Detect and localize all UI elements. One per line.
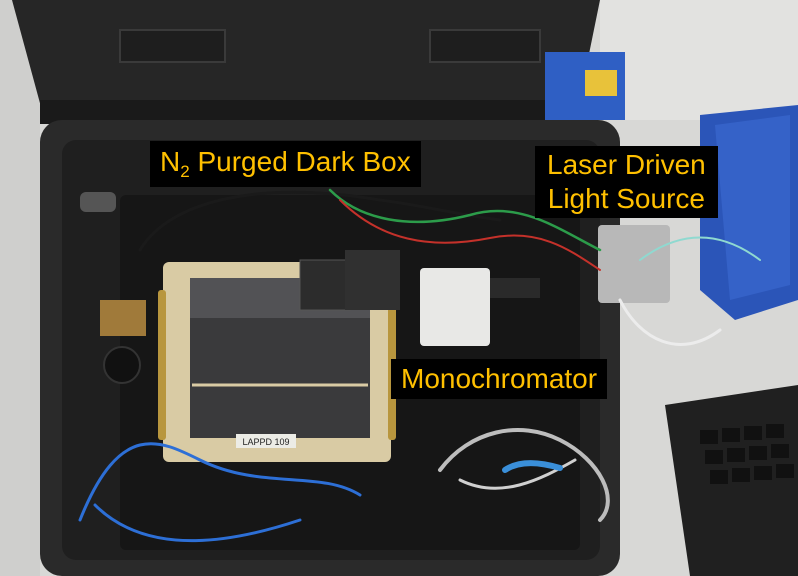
detector-tag: LAPPD 109 [242,437,289,447]
lid-hinge-right [429,29,541,63]
power-supply-box [598,225,670,303]
laser-label-line1: Laser Driven [547,149,706,180]
detector-tag-bg [236,434,296,448]
laser-heatsink [715,115,790,300]
monochromator-box [420,268,490,346]
mirror-mount [299,259,351,311]
laptop [665,385,798,576]
laptop-keys [700,424,794,484]
cables [78,188,761,543]
right-wall [600,0,798,120]
fiber-coupler [490,278,540,298]
dark-box-label-prefix: N [160,146,181,177]
lid-hinge-left [119,29,226,63]
laser-label-line2: Light Source [547,183,705,214]
purge-fitting [80,192,116,212]
left-board [100,300,146,336]
monochromator-cube [345,250,400,310]
monochromator-label: Monochromator [391,359,608,399]
laser-warning-sticker [585,70,617,96]
laser-source-label: Laser Driven Light Source [535,146,718,218]
left-sensor [103,346,141,384]
left-wall [0,0,40,576]
dark-box-label-subscript: 2 [180,162,190,181]
dark-box-label-suffix: Purged Dark Box [189,146,411,177]
dark-box-label: N2 Purged Dark Box [150,141,421,187]
